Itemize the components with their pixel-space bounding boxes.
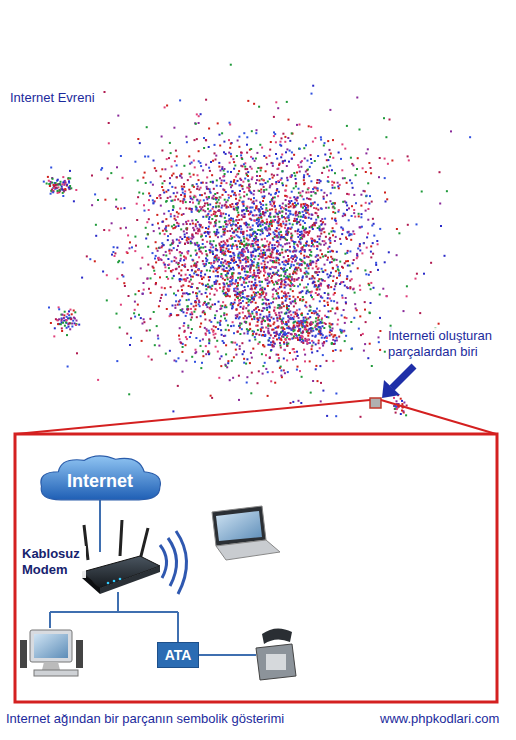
node-text: Internet [35,471,165,492]
caption: Internet ağından bir parçanın sembolik g… [4,711,286,727]
ata-box: ATA [157,642,199,668]
device-label: Kablosuz Modem [20,546,86,578]
node-text: ATA [158,647,198,663]
callout-label: Interneti oluşturan parçalardan biri [386,328,514,360]
region-label: Internet Evreni [8,90,97,106]
watermark: www.phpkodlari.com [378,711,501,727]
internet-cloud: Internet [35,452,165,504]
